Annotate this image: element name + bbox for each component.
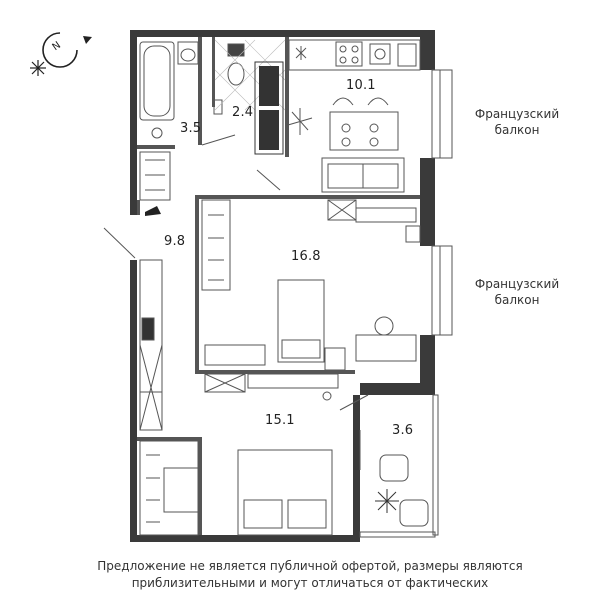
balcony-label-line: балкон [494,123,540,137]
kitchen-counter [288,39,421,71]
windows [359,69,453,538]
shelf-unit [327,199,421,243]
bedroom-closet [139,440,199,536]
plant-icon [375,489,399,513]
toilet-icon [213,43,245,115]
inner-walls [137,37,420,535]
tv-stand [204,344,346,371]
sofa-icon [321,157,405,193]
disclaimer-line: Предложение не является публичной оферто… [97,559,523,573]
doors [103,134,369,411]
living-wardrobe [201,199,231,291]
bedroom-bed [237,449,333,536]
desk-icon [355,316,417,362]
disclaimer: Предложение не является публичной оферто… [60,558,560,592]
living-bed [277,279,325,363]
room-area-loggia: 3.6 [392,423,414,438]
room-area-bathroom: 3.5 [180,121,202,136]
room-area-living: 16.8 [291,249,321,264]
bath-shelf [139,151,171,201]
loggia-chairs [379,454,429,527]
room-area-wc: 2.4 [232,105,254,120]
outer-walls [130,30,435,542]
sink-icon [177,41,199,65]
wardrobe-icon [254,61,284,155]
room-area-hall: 9.8 [164,234,186,249]
shoe-icon [145,206,161,216]
hall-wardrobe [139,259,163,431]
balcony-label-line: Французский [474,277,560,291]
lamp-icon [287,108,313,135]
balcony-label-line: балкон [494,293,540,307]
compass-icon [30,32,92,76]
bedroom-wardrobe [204,373,339,401]
balcony-label-2: Французский балкон [462,276,572,308]
room-area-bedroom: 15.1 [265,413,295,428]
balcony-label-1: Французский балкон [462,106,572,138]
bathtub-icon [139,41,175,139]
disclaimer-line: приблизительными и могут отличаться от ф… [131,576,489,590]
room-area-kitchen: 10.1 [346,78,376,93]
snowflake-icon [295,46,307,60]
dining-table-icon [329,97,399,151]
balcony-label-line: Французский [474,107,560,121]
